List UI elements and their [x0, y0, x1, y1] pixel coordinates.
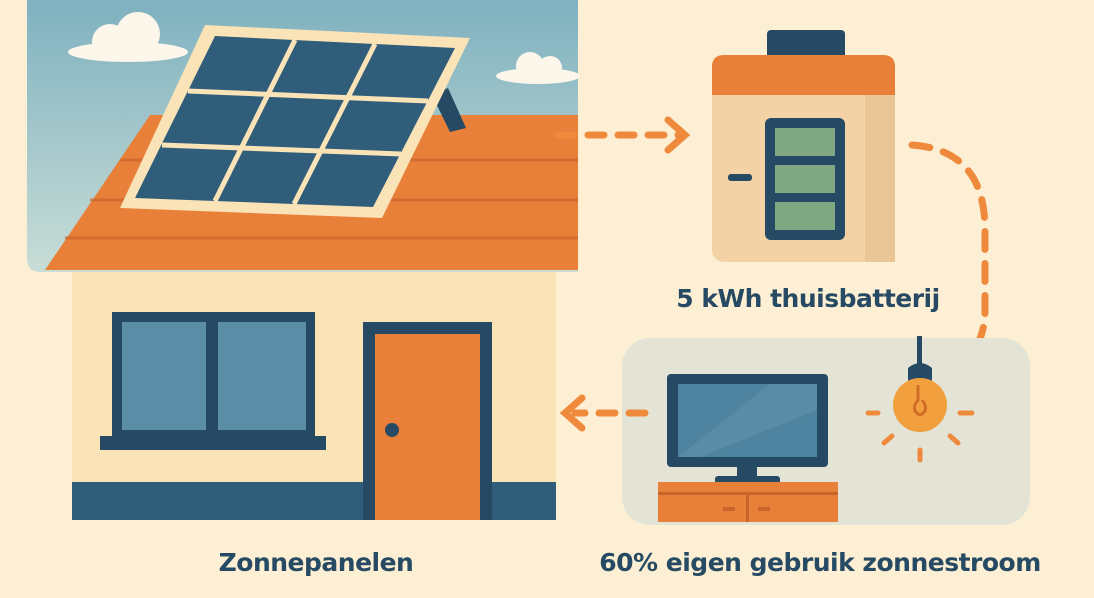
window — [100, 312, 326, 450]
solar-panels-label: Zonnepanelen — [218, 548, 414, 577]
flow-arrow-to-house — [559, 394, 649, 432]
door — [363, 322, 492, 520]
cloud-icon — [68, 12, 580, 84]
battery-icon — [712, 30, 895, 262]
flow-arrow-to-battery — [554, 116, 691, 154]
lightbulb-icon — [865, 336, 975, 463]
tv-icon — [667, 374, 828, 484]
battery-label: 5 kWh thuisbatterij — [676, 284, 940, 313]
self-consumption-label: 60% eigen gebruik zonnestroom — [599, 548, 1041, 577]
solar-panel — [120, 25, 470, 218]
tv-cabinet — [658, 482, 838, 522]
